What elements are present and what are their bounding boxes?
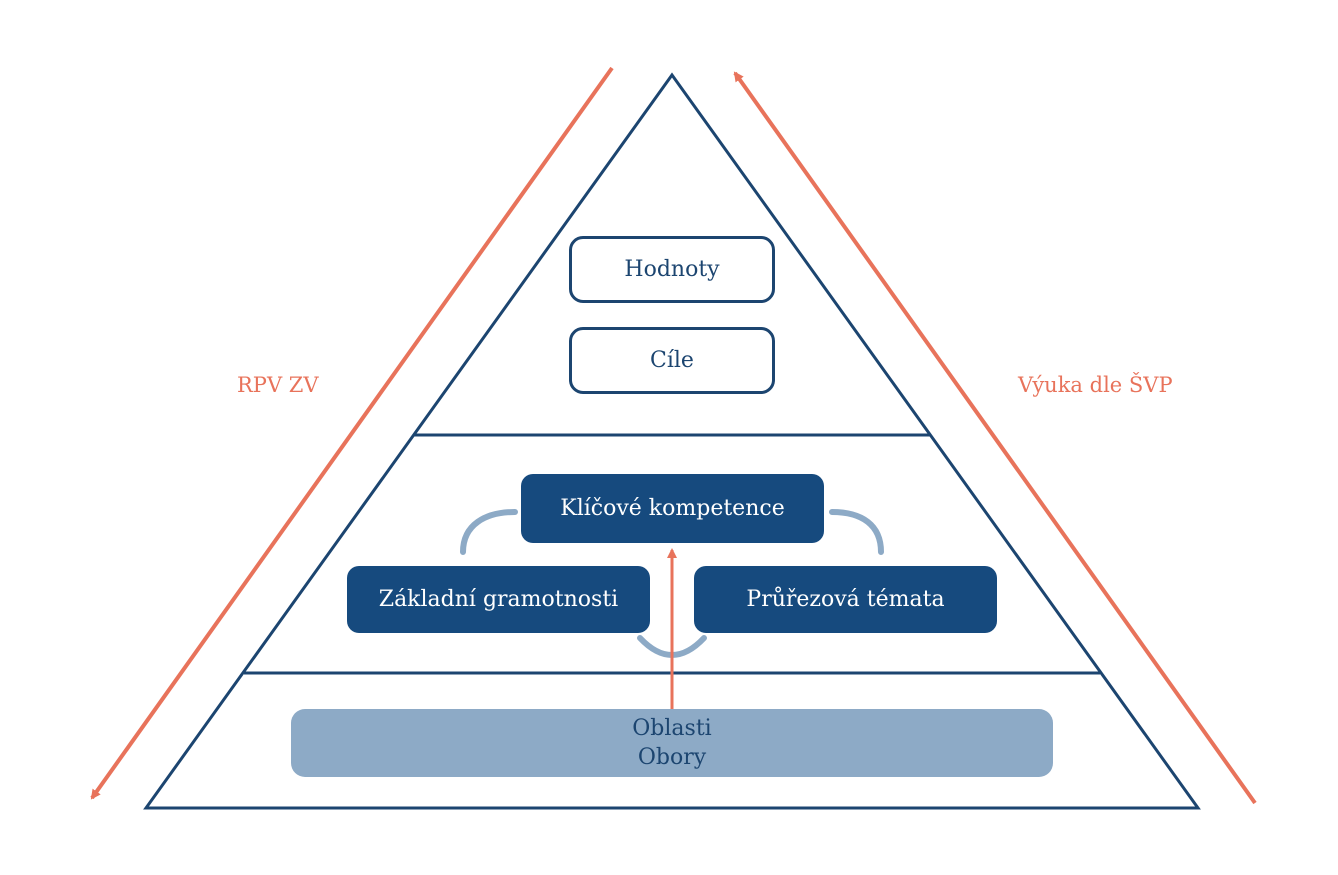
right-arrow	[733, 71, 1257, 805]
cross-curricular-box: Průřezová témata	[694, 566, 997, 633]
values-box: Hodnoty	[569, 236, 775, 303]
key-competences-box: Klíčové kompetence	[521, 474, 824, 543]
connector-left	[460, 509, 518, 555]
basic-literacies-box: Základní gramotnosti	[347, 566, 650, 633]
areas-fields-box: Oblasti Obory	[291, 709, 1053, 777]
goals-label: Cíle	[650, 348, 694, 373]
goals-box: Cíle	[569, 327, 775, 394]
left-side-label: RPV ZV	[237, 373, 319, 397]
areas-label: Oblasti	[632, 716, 712, 741]
key-competences-label: Klíčové kompetence	[560, 496, 785, 521]
basic-literacies-label: Základní gramotnosti	[378, 587, 619, 612]
left-arrow	[90, 66, 614, 800]
fields-label: Obory	[637, 745, 707, 770]
pyramid-outline	[143, 72, 1201, 810]
right-side-label: Výuka dle ŠVP	[1018, 373, 1173, 397]
values-label: Hodnoty	[624, 257, 720, 282]
connector-right	[829, 509, 884, 555]
cross-curricular-label: Průřezová témata	[746, 587, 945, 612]
